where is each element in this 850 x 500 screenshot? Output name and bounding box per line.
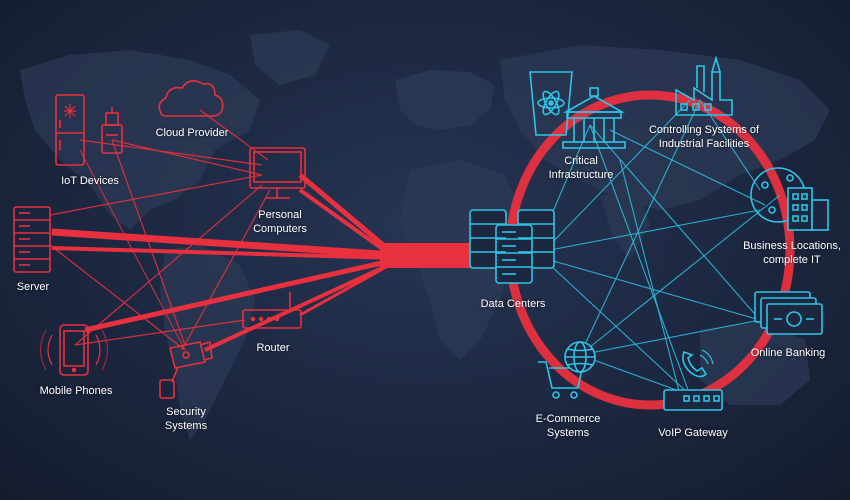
nuclear-plant-icon [529,71,573,136]
red-links [49,109,271,351]
europe-shape [395,70,495,130]
cloud-icon [158,80,224,117]
data-center-servers-icon [469,209,555,284]
monitor-icon [249,147,306,199]
refrigerator-icon [55,94,85,166]
mobile-phones-label: Mobile Phones [39,385,113,397]
security-systems-label-line2: Systems [164,420,208,432]
server-rack-icon [13,206,51,273]
globe-icon [564,341,596,373]
router-label: Router [256,342,290,354]
india-shape [600,195,650,260]
sensor-device-icon [101,107,123,154]
cyan-links [544,99,781,396]
personal-computers-label-line2: Computers [253,223,307,235]
cloud-provider-label: Cloud Provider [155,127,229,139]
government-building-icon [562,87,626,149]
security-camera-icon [159,340,213,399]
asia-shape [500,45,830,210]
data-centers-label: Data Centers [480,298,546,310]
voip-gateway-label: VoIP Gateway [658,427,728,439]
iot-devices-label: IoT Devices [61,175,119,187]
business-locations-label-line1: Business Locations, [743,240,841,252]
security-systems-label-line1: Security [166,406,206,418]
red-trunk-lines [51,173,475,352]
critical-infrastructure-label-line1: Critical [564,155,598,167]
office-building-icon [750,167,829,231]
router-icon [242,292,302,329]
personal-computers-label-line1: Personal [258,209,302,221]
mobile-phone-icon [39,324,109,376]
controlling-systems-label-line2: Industrial Facilities [658,138,750,150]
data-trunk-bar [380,243,475,268]
ecommerce-label-line1: E-Commerce [535,413,601,425]
critical-infrastructure-label-line2: Infrastructure [548,169,614,181]
controlling-systems-label-line1: Controlling Systems of [648,124,760,136]
business-locations-label-line2: complete IT [763,254,821,266]
online-banking-label: Online Banking [750,347,826,359]
server-label: Server [16,281,50,293]
voip-gateway-device-icon [663,389,723,411]
phone-handset-icon [682,349,714,378]
factory-icon [675,55,733,116]
greenland-shape [250,30,330,85]
money-bills-icon [754,291,823,335]
ecommerce-label-line2: Systems [546,427,590,439]
